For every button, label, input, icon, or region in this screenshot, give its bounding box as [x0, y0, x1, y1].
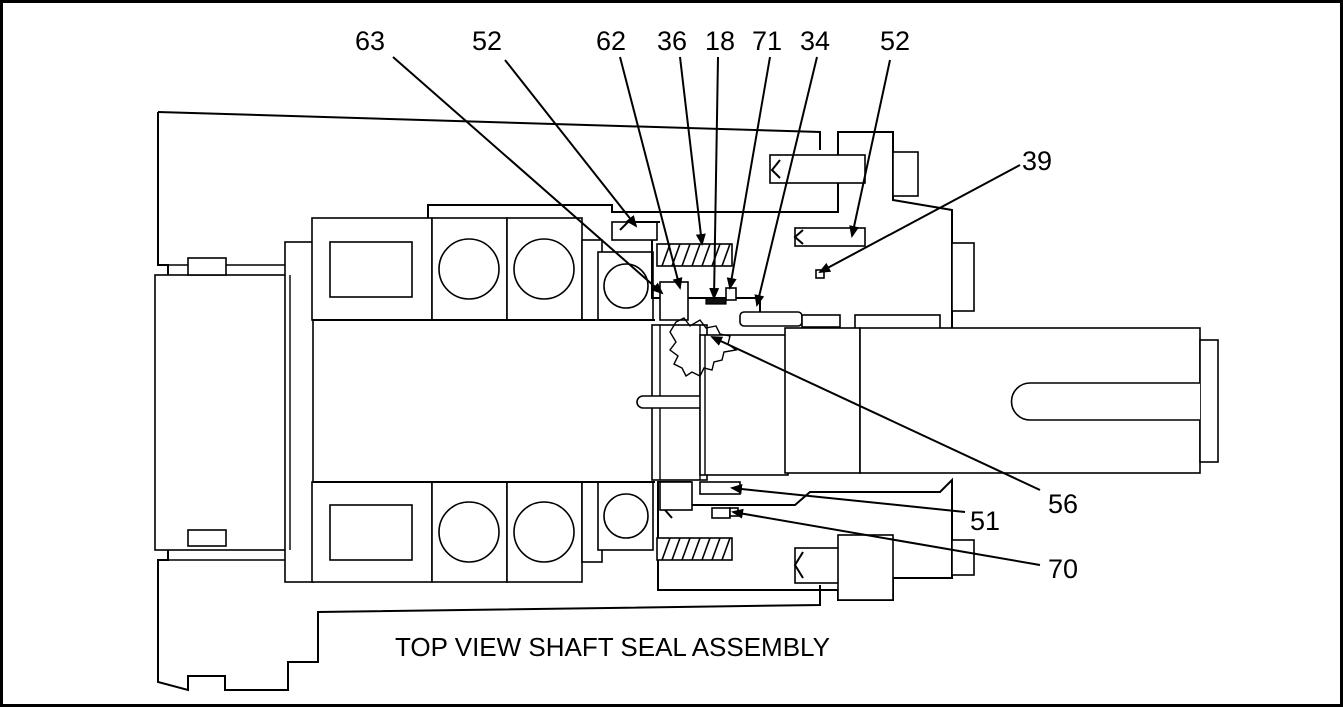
leader-39	[818, 164, 1021, 273]
seal-housing-lower	[656, 477, 975, 601]
leader-18	[709, 56, 720, 300]
inner-shaft	[312, 319, 789, 483]
callout-71: 71	[752, 26, 782, 56]
spring-hatch-upper	[656, 243, 733, 267]
callout-62: 62	[596, 26, 626, 56]
output-shaft	[784, 327, 1219, 474]
leader-52-left	[504, 59, 638, 228]
leader-36	[679, 56, 706, 246]
callout-18: 18	[705, 26, 735, 56]
callout-52-right: 52	[880, 26, 910, 56]
leader-51	[730, 484, 966, 513]
leader-70	[731, 508, 1041, 566]
callout-36: 36	[657, 26, 687, 56]
upper-bearings	[311, 217, 654, 321]
callout-34: 34	[800, 26, 830, 56]
seal-housing-upper	[427, 131, 975, 330]
leader-34	[754, 56, 818, 307]
leader-56	[710, 336, 1041, 491]
leader-lines	[392, 56, 1041, 566]
leader-62	[619, 56, 683, 290]
callout-51: 51	[970, 506, 1000, 536]
lower-bearings	[311, 481, 654, 583]
input-hub	[154, 241, 314, 583]
gear-sketch	[669, 317, 738, 378]
spring-hatch-lower	[656, 537, 733, 561]
callout-70: 70	[1048, 554, 1078, 584]
callout-52-left: 52	[472, 26, 502, 56]
callout-39: 39	[1022, 146, 1052, 176]
callout-labels: 63 52 62 36 18 71 34 52 39 56 51 70	[355, 26, 1078, 584]
leader-52-right	[849, 59, 891, 238]
leader-71	[726, 56, 771, 290]
diagram-title: TOP VIEW SHAFT SEAL ASSEMBLY	[395, 632, 830, 662]
leader-63	[392, 56, 664, 295]
callout-56: 56	[1048, 489, 1078, 519]
callout-63: 63	[355, 26, 385, 56]
